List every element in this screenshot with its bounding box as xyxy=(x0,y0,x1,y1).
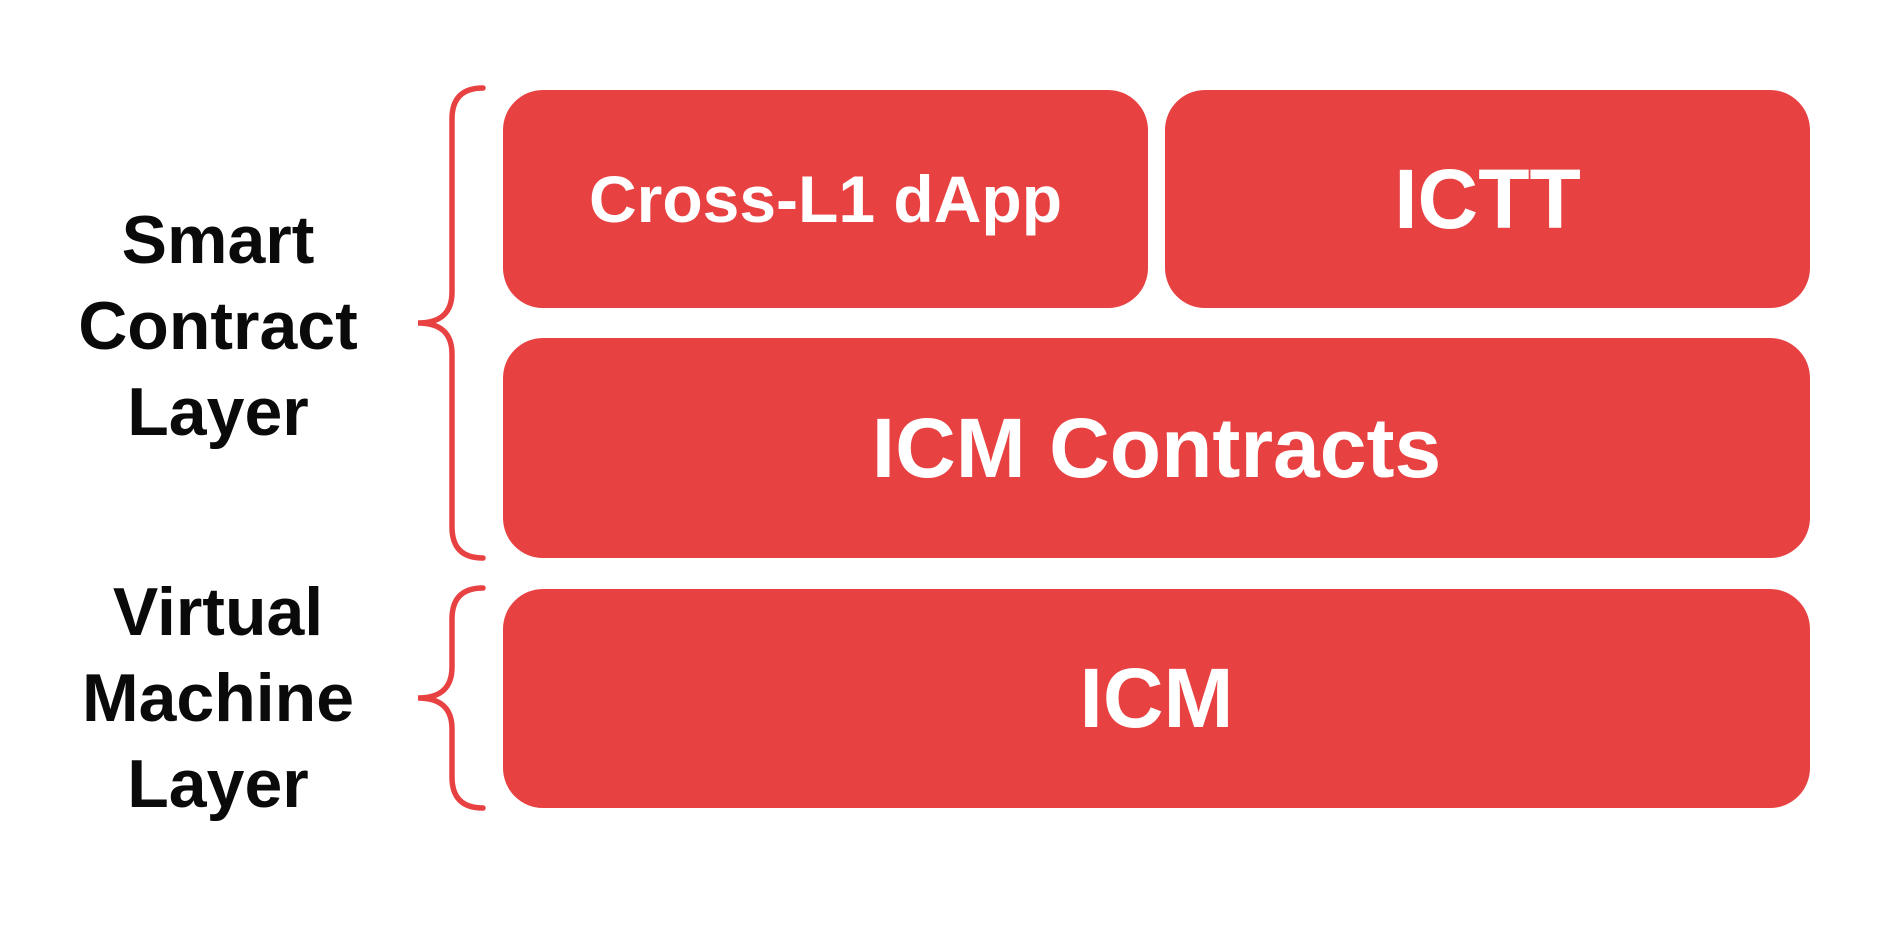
box-cross-l1-dapp-label: Cross-L1 dApp xyxy=(588,162,1063,236)
box-ictt: ICTT xyxy=(1165,90,1810,308)
layer-label-virtual-machine: Virtual Machine Layer xyxy=(81,574,355,822)
curly-brace-smart-contract-icon xyxy=(417,85,486,561)
box-icm-contracts-label: ICM Contracts xyxy=(871,400,1442,495)
box-icm-label: ICM xyxy=(1079,651,1234,745)
box-ictt-label: ICTT xyxy=(1394,151,1581,246)
curly-brace-virtual-machine-icon xyxy=(417,585,486,811)
box-cross-l1-dapp: Cross-L1 dApp xyxy=(503,90,1148,308)
box-icm: ICM xyxy=(503,589,1810,808)
box-icm-contracts: ICM Contracts xyxy=(503,338,1810,558)
layer-label-smart-contract: Smart Contract Layer xyxy=(78,202,358,450)
